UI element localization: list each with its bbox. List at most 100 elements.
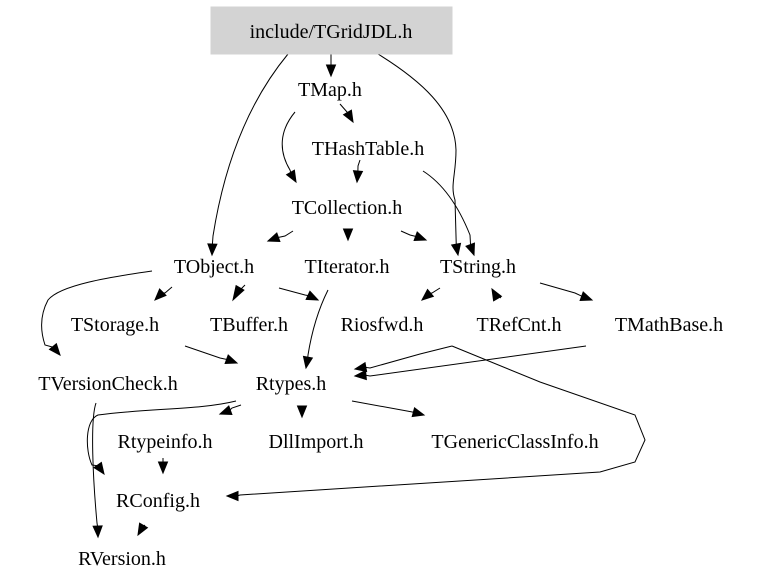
edge-line bbox=[364, 345, 453, 369]
arrowhead-icon bbox=[325, 64, 337, 78]
edge-root-to-tstring bbox=[377, 53, 462, 257]
edge-line bbox=[277, 230, 294, 239]
arrowhead-icon bbox=[232, 284, 245, 302]
root-node-box bbox=[210, 6, 453, 55]
node-root[interactable]: include/TGridJDL.h bbox=[250, 21, 413, 43]
arrowhead-icon bbox=[353, 361, 368, 373]
edge-line bbox=[364, 345, 587, 377]
arrowhead-icon bbox=[93, 461, 105, 476]
edge-trefcnt-to-rtypes bbox=[353, 345, 453, 373]
edge-line bbox=[92, 402, 99, 528]
arrowhead-icon bbox=[420, 288, 435, 301]
node-thashtable[interactable]: THashTable.h bbox=[312, 138, 424, 160]
arrowhead-icon bbox=[491, 287, 503, 302]
edge-line bbox=[211, 53, 289, 246]
edge-thashtable-to-tcollection bbox=[352, 159, 364, 184]
edge-line bbox=[351, 400, 415, 413]
node-tbuffer[interactable]: TBuffer.h bbox=[210, 314, 288, 336]
edge-tmap-to-tcollection bbox=[281, 111, 297, 184]
arrowhead-icon bbox=[352, 170, 364, 184]
node-rconfig[interactable]: RConfig.h bbox=[116, 490, 200, 512]
edge-line bbox=[307, 289, 329, 359]
edge-line bbox=[41, 270, 153, 348]
arrowhead-icon bbox=[224, 354, 239, 364]
arrowhead-icon bbox=[465, 242, 475, 257]
edge-tobject-to-tbuffer bbox=[232, 284, 246, 302]
edge-line bbox=[162, 286, 173, 294]
node-rversion[interactable]: RVersion.h bbox=[78, 548, 166, 570]
edge-rconfig-to-rversion bbox=[137, 522, 149, 537]
node-trefcnt[interactable]: TRefCnt.h bbox=[477, 314, 562, 336]
arrowhead-icon bbox=[137, 522, 149, 537]
edge-rtypes-to-rconfig bbox=[86, 400, 237, 476]
arrowhead-icon bbox=[207, 243, 218, 257]
node-tversioncheck[interactable]: TVersionCheck.h bbox=[38, 373, 177, 395]
node-tstring[interactable]: TString.h bbox=[440, 256, 516, 278]
arrowhead-icon bbox=[218, 405, 233, 415]
edge-tcollection-to-tstring bbox=[400, 230, 428, 241]
edge-trefcnt-to-rconfig bbox=[225, 345, 646, 502]
edge-line bbox=[278, 287, 310, 297]
node-titerator[interactable]: TIterator.h bbox=[305, 256, 390, 278]
edge-tstorage-to-rtypes bbox=[184, 345, 239, 364]
node-tmathbase[interactable]: TMathBase.h bbox=[615, 314, 723, 336]
edge-line bbox=[184, 345, 228, 361]
node-tgenericclassinfo[interactable]: TGenericClassInfo.h bbox=[431, 431, 598, 453]
nodes-layer: include/TGridJDL.h TMap.h THashTable.h T… bbox=[38, 6, 723, 570]
edge-tstring-to-riosfwd bbox=[420, 287, 441, 301]
edge-line bbox=[86, 400, 237, 467]
edge-line bbox=[236, 345, 646, 497]
arrowhead-icon bbox=[411, 406, 426, 418]
edge-thashtable-to-tstring bbox=[422, 170, 475, 257]
arrowhead-icon bbox=[157, 461, 169, 475]
node-rtypes[interactable]: Rtypes.h bbox=[256, 373, 327, 395]
edge-line bbox=[422, 170, 472, 246]
edge-rtypeinfo-to-rconfig bbox=[157, 458, 169, 475]
edge-line bbox=[429, 287, 441, 295]
edge-rtypes-to-tgenericclassinfo bbox=[351, 400, 426, 418]
edge-rtypes-to-rtypeinfo bbox=[218, 404, 242, 415]
arrowhead-icon bbox=[342, 109, 354, 124]
arrowhead-icon bbox=[92, 525, 103, 539]
edge-tstring-to-tmathbase bbox=[539, 282, 594, 301]
edge-tcollection-to-titerator bbox=[342, 228, 354, 242]
edge-line bbox=[539, 282, 583, 298]
arrowhead-icon bbox=[305, 290, 320, 301]
edge-root-to-tobject bbox=[207, 53, 289, 257]
arrowhead-icon bbox=[413, 231, 428, 241]
edge-line bbox=[281, 111, 296, 174]
node-tcollection[interactable]: TCollection.h bbox=[292, 197, 403, 219]
edge-tmap-to-thashtable bbox=[339, 103, 354, 124]
arrowhead-icon bbox=[353, 369, 367, 381]
edge-line bbox=[400, 230, 417, 238]
edge-tobject-to-tversioncheck bbox=[41, 270, 153, 357]
edge-line bbox=[377, 53, 457, 246]
arrowhead-icon bbox=[266, 232, 281, 242]
arrowhead-icon bbox=[296, 405, 308, 419]
node-tobject[interactable]: TObject.h bbox=[174, 256, 254, 278]
edge-line bbox=[357, 159, 361, 173]
edge-tversioncheck-to-rversion bbox=[92, 402, 103, 539]
arrowhead-icon bbox=[579, 291, 594, 301]
node-tstorage[interactable]: TStorage.h bbox=[71, 314, 159, 336]
node-tmap[interactable]: TMap.h bbox=[298, 79, 362, 101]
node-riosfwd[interactable]: Riosfwd.h bbox=[341, 314, 424, 336]
arrowhead-icon bbox=[450, 242, 462, 257]
edge-tstring-to-trefcnt bbox=[491, 287, 503, 302]
edges-layer bbox=[41, 53, 646, 539]
arrowhead-icon bbox=[154, 288, 167, 301]
edge-root-to-tmap bbox=[325, 54, 337, 78]
node-dllimport[interactable]: DllImport.h bbox=[269, 431, 364, 453]
edge-line bbox=[229, 404, 242, 411]
node-rtypeinfo[interactable]: Rtypeinfo.h bbox=[118, 431, 213, 453]
edge-tobject-to-riosfwd bbox=[278, 287, 320, 301]
edge-rtypes-to-dllimport bbox=[296, 405, 308, 419]
edge-tcollection-to-tobject bbox=[266, 230, 294, 242]
arrowhead-icon bbox=[302, 355, 314, 370]
arrowhead-icon bbox=[342, 228, 354, 242]
arrowhead-icon bbox=[225, 490, 239, 502]
edge-line bbox=[339, 103, 349, 114]
edge-tobject-to-tstorage bbox=[154, 286, 173, 301]
edge-titerator-to-rtypes bbox=[302, 289, 329, 370]
